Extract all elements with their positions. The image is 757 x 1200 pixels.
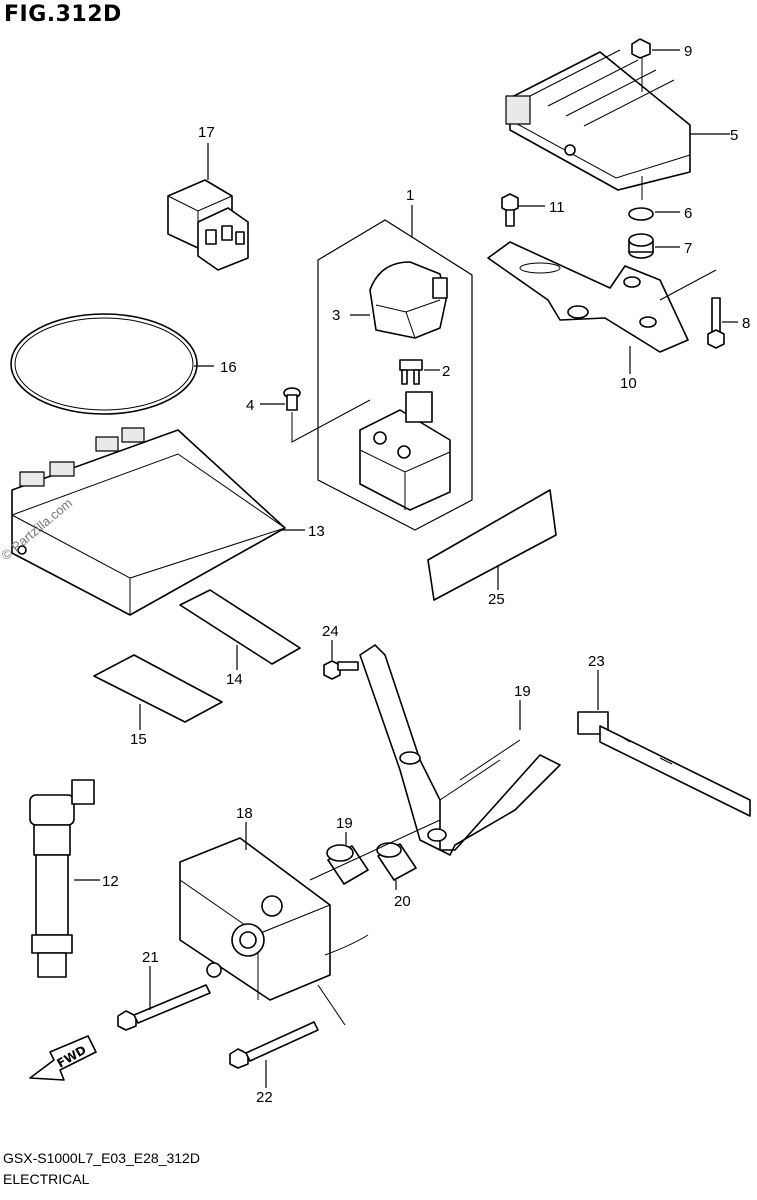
part-10-bracket (487, 241, 689, 353)
part-11-bolt (501, 193, 519, 227)
part-23-clamp (577, 711, 751, 817)
callout-11: 11 (549, 199, 565, 216)
callout-25: 25 (488, 591, 505, 608)
part-21-bolt (117, 984, 211, 1031)
callout-19b: 19 (336, 815, 353, 832)
part-16-gasket (10, 313, 198, 415)
part-8-bolt (707, 297, 725, 349)
callout-18: 18 (236, 805, 253, 822)
part-2-fuse (399, 359, 423, 385)
callout-15: 15 (130, 731, 147, 748)
callout-21: 21 (142, 949, 159, 966)
part-5-regulator (505, 49, 691, 191)
part-1-group-outline (317, 219, 473, 531)
part-17-connector (167, 179, 249, 271)
callout-13: 13 (308, 523, 325, 540)
part-14-label (179, 589, 301, 665)
callout-24: 24 (322, 623, 339, 640)
callout-6: 6 (684, 205, 692, 222)
part-4-screw (283, 387, 301, 411)
callout-16: 16 (220, 359, 237, 376)
part-20-bush (376, 842, 417, 881)
callout-2: 2 (442, 363, 450, 380)
callout-17: 17 (198, 124, 215, 141)
callout-14: 14 (226, 671, 243, 688)
part-15-label (93, 654, 223, 723)
callout-12: 12 (102, 873, 119, 890)
figure-caption: ELECTRICAL (3, 1171, 90, 1187)
callout-20: 20 (394, 893, 411, 910)
fwd-arrow-icon: FWD (29, 1035, 97, 1081)
part-3-cap (369, 261, 448, 339)
callout-19a: 19 (514, 683, 531, 700)
figure-code: GSX-S1000L7_E03_E28_312D (3, 1150, 200, 1166)
fig-title: FIG.312D (4, 2, 122, 27)
part-22-bolt (229, 1021, 319, 1069)
part-19-bush (326, 844, 369, 885)
starter-relay (359, 391, 451, 511)
callout-4: 4 (246, 397, 254, 414)
part-18-sensor (179, 837, 369, 1001)
callout-7: 7 (684, 240, 692, 257)
part-12-ignition-coil (29, 779, 95, 978)
callout-1: 1 (406, 187, 414, 204)
part-19-bracket (359, 644, 561, 856)
callout-8: 8 (742, 315, 750, 332)
part-7-bush (628, 233, 654, 259)
part-13-ecm (11, 427, 286, 616)
part-9-nut (631, 38, 651, 59)
callout-10: 10 (620, 375, 637, 392)
callout-22: 22 (256, 1089, 273, 1106)
part-25-sticker (427, 489, 557, 601)
callout-5: 5 (730, 127, 738, 144)
callout-23: 23 (588, 653, 605, 670)
callout-3: 3 (332, 307, 340, 324)
part-6-washer (628, 207, 654, 221)
part-24-bolt (323, 660, 359, 680)
callout-9: 9 (684, 43, 692, 60)
